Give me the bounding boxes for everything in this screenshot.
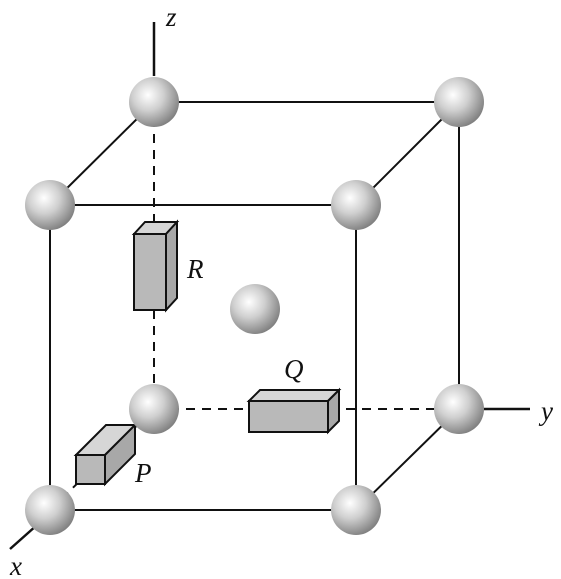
site-p-label: P xyxy=(134,458,152,488)
site-p-box xyxy=(73,422,138,487)
atom-back-bottom-right xyxy=(434,384,484,434)
atom-back-bottom-left xyxy=(129,384,179,434)
atom-front-bottom-right xyxy=(331,485,381,535)
site-r-label: R xyxy=(186,254,204,284)
x-axis-line xyxy=(9,524,38,550)
atom-front-bottom-left xyxy=(25,485,75,535)
site-q-label: Q xyxy=(284,354,304,384)
atom-front-top-right xyxy=(331,180,381,230)
axis-z-label: z xyxy=(165,2,177,32)
atom-front-top-left xyxy=(25,180,75,230)
site-q-box xyxy=(246,387,342,435)
site-r-box xyxy=(131,219,180,313)
atom-back-top-left xyxy=(129,77,179,127)
atom-back-top-right xyxy=(434,77,484,127)
atom-body-center xyxy=(230,284,280,334)
axis-y-label: y xyxy=(538,396,553,426)
axis-x-label: x xyxy=(9,551,22,579)
